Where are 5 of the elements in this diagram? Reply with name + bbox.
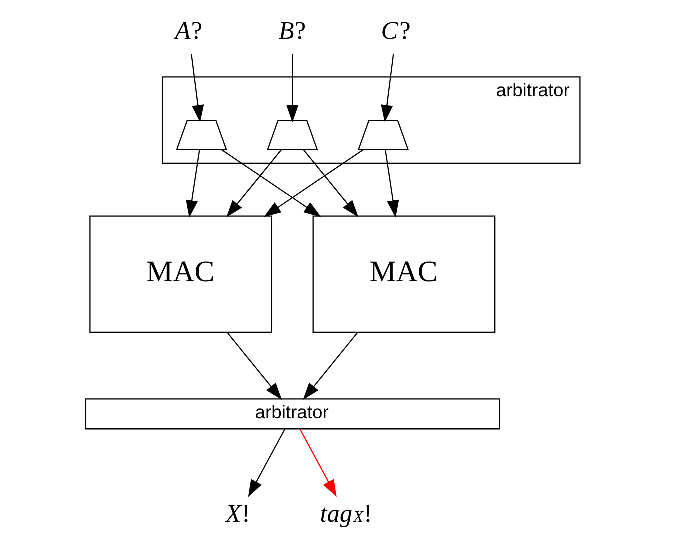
node-text: X!: [226, 500, 250, 528]
node-text: tagX!: [320, 500, 372, 528]
node-text: C?: [381, 16, 411, 45]
node-text: B?: [278, 16, 306, 45]
node-text: A?: [175, 16, 203, 45]
